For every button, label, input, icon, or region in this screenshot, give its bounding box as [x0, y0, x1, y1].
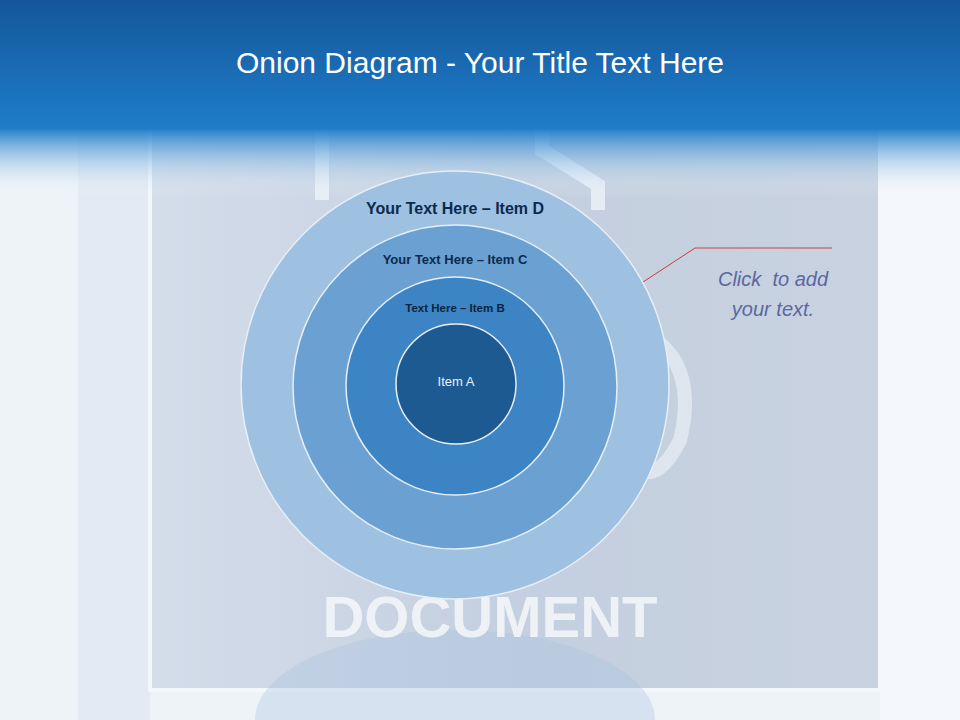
- outer-ring: Your Text Here – Item D Your Text Here – …: [240, 170, 670, 600]
- circle-shape: [293, 225, 617, 549]
- slide-title: Onion Diagram - Your Title Text Here: [236, 46, 724, 80]
- ring-label: Your Text Here – Item D: [366, 200, 544, 218]
- ring: Your Text Here – Item C Text Here – Item …: [292, 224, 618, 550]
- core-circle: Item A: [395, 323, 517, 445]
- ring-label: Your Text Here – Item C: [383, 252, 528, 267]
- circle-shape: [346, 277, 564, 495]
- circle-shape: [241, 171, 669, 599]
- ring-label: Text Here – Item B: [405, 302, 505, 314]
- circle-shape: [396, 324, 516, 444]
- header-bar: Onion Diagram - Your Title Text Here: [0, 46, 960, 80]
- ring: Text Here – Item B Item A: [345, 276, 565, 496]
- core-label: Item A: [438, 374, 475, 389]
- callout-text: Click to add your text.: [696, 264, 850, 324]
